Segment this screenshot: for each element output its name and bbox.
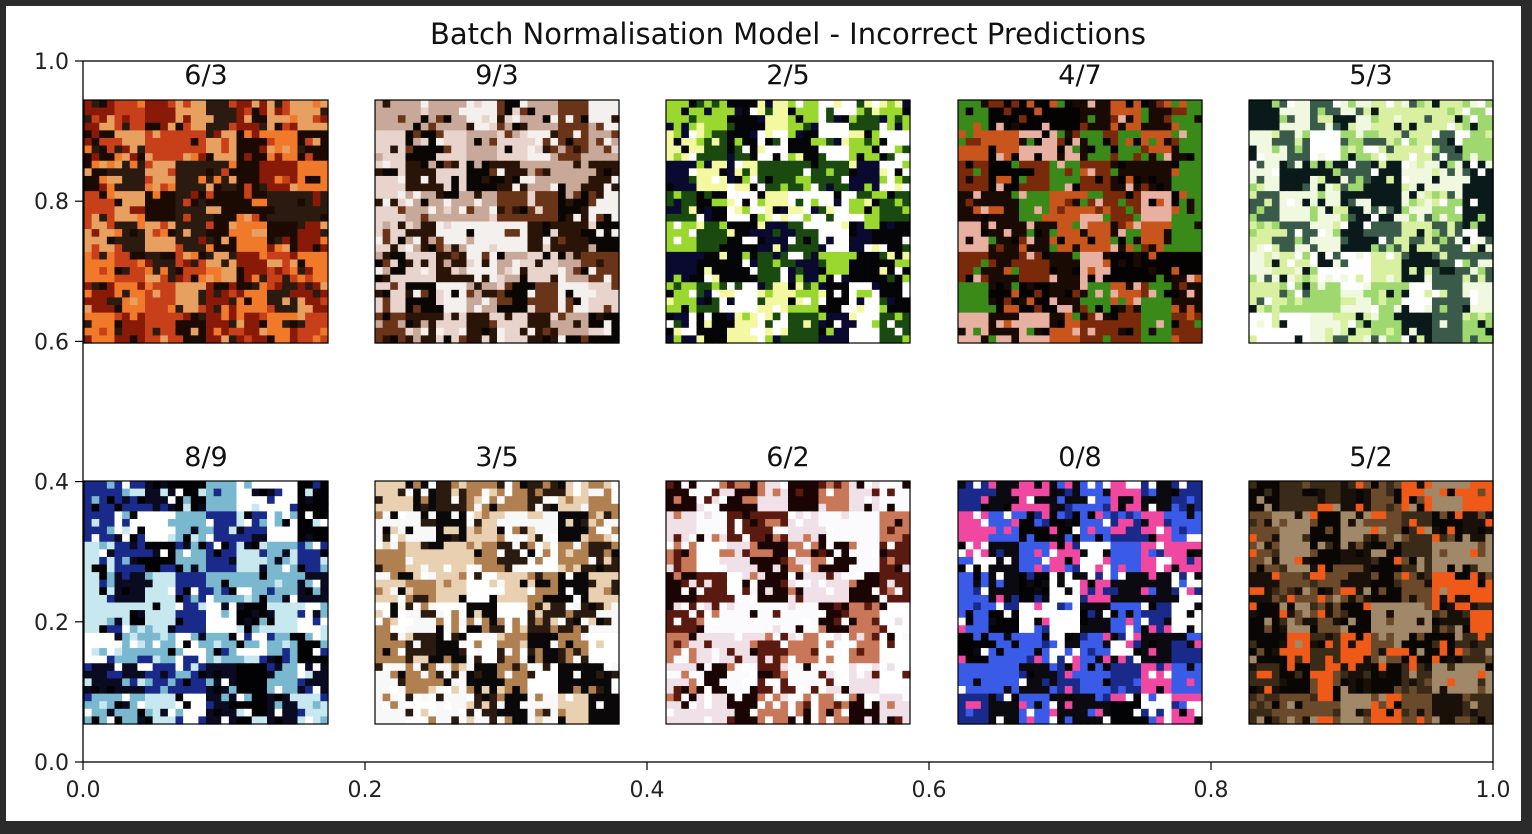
x-tick-label: 0.6 <box>912 778 947 803</box>
image-panel-frame <box>957 480 1203 725</box>
image-panel-frame <box>374 99 620 344</box>
image-panel-frame <box>83 480 329 725</box>
image-panel-1 <box>83 99 329 344</box>
y-tick-label: 1.0 <box>34 50 69 75</box>
image-panel-8 <box>665 480 911 725</box>
image-panel-5 <box>1248 99 1494 344</box>
image-panel-3 <box>665 99 911 344</box>
x-tick-label: 0.8 <box>1194 778 1229 803</box>
panel-label-1: 6/3 <box>184 60 227 91</box>
panel-label-3: 2/5 <box>766 60 809 91</box>
panel-label-10: 5/2 <box>1349 442 1392 473</box>
x-tick-label: 1.0 <box>1476 778 1511 803</box>
panel-label-5: 5/3 <box>1349 60 1392 91</box>
y-tick-label: 0.0 <box>34 751 69 776</box>
image-panel-6 <box>83 480 329 725</box>
chart-title: Batch Normalisation Model - Incorrect Pr… <box>430 17 1146 51</box>
panel-label-6: 8/9 <box>184 442 227 473</box>
x-tick-label: 0.0 <box>66 778 101 803</box>
y-tick-label: 0.8 <box>34 190 69 215</box>
x-tick-label: 0.4 <box>630 778 665 803</box>
figure-canvas: Batch Normalisation Model - Incorrect Pr… <box>6 6 1521 821</box>
image-panel-frame <box>665 480 911 725</box>
panel-label-7: 3/5 <box>475 442 518 473</box>
y-tick-label: 0.6 <box>34 330 69 355</box>
y-tick-label: 0.2 <box>34 611 69 636</box>
image-panel-4 <box>957 99 1203 344</box>
panel-label-4: 4/7 <box>1058 60 1101 91</box>
panel-label-2: 9/3 <box>475 60 518 91</box>
image-panel-7 <box>374 480 620 725</box>
y-tick-label: 0.4 <box>34 471 69 496</box>
image-panel-9 <box>957 480 1203 725</box>
image-panel-frame <box>957 99 1203 344</box>
x-tick-label: 0.2 <box>348 778 383 803</box>
image-panel-frame <box>665 99 911 344</box>
chart-svg: Batch Normalisation Model - Incorrect Pr… <box>34 17 1511 803</box>
axes-frame <box>82 60 1494 763</box>
panel-label-9: 0/8 <box>1058 442 1101 473</box>
image-panel-10 <box>1248 480 1494 725</box>
image-panel-frame <box>83 99 329 344</box>
panel-label-8: 6/2 <box>766 442 809 473</box>
image-panel-frame <box>374 480 620 725</box>
image-panel-2 <box>374 99 620 344</box>
